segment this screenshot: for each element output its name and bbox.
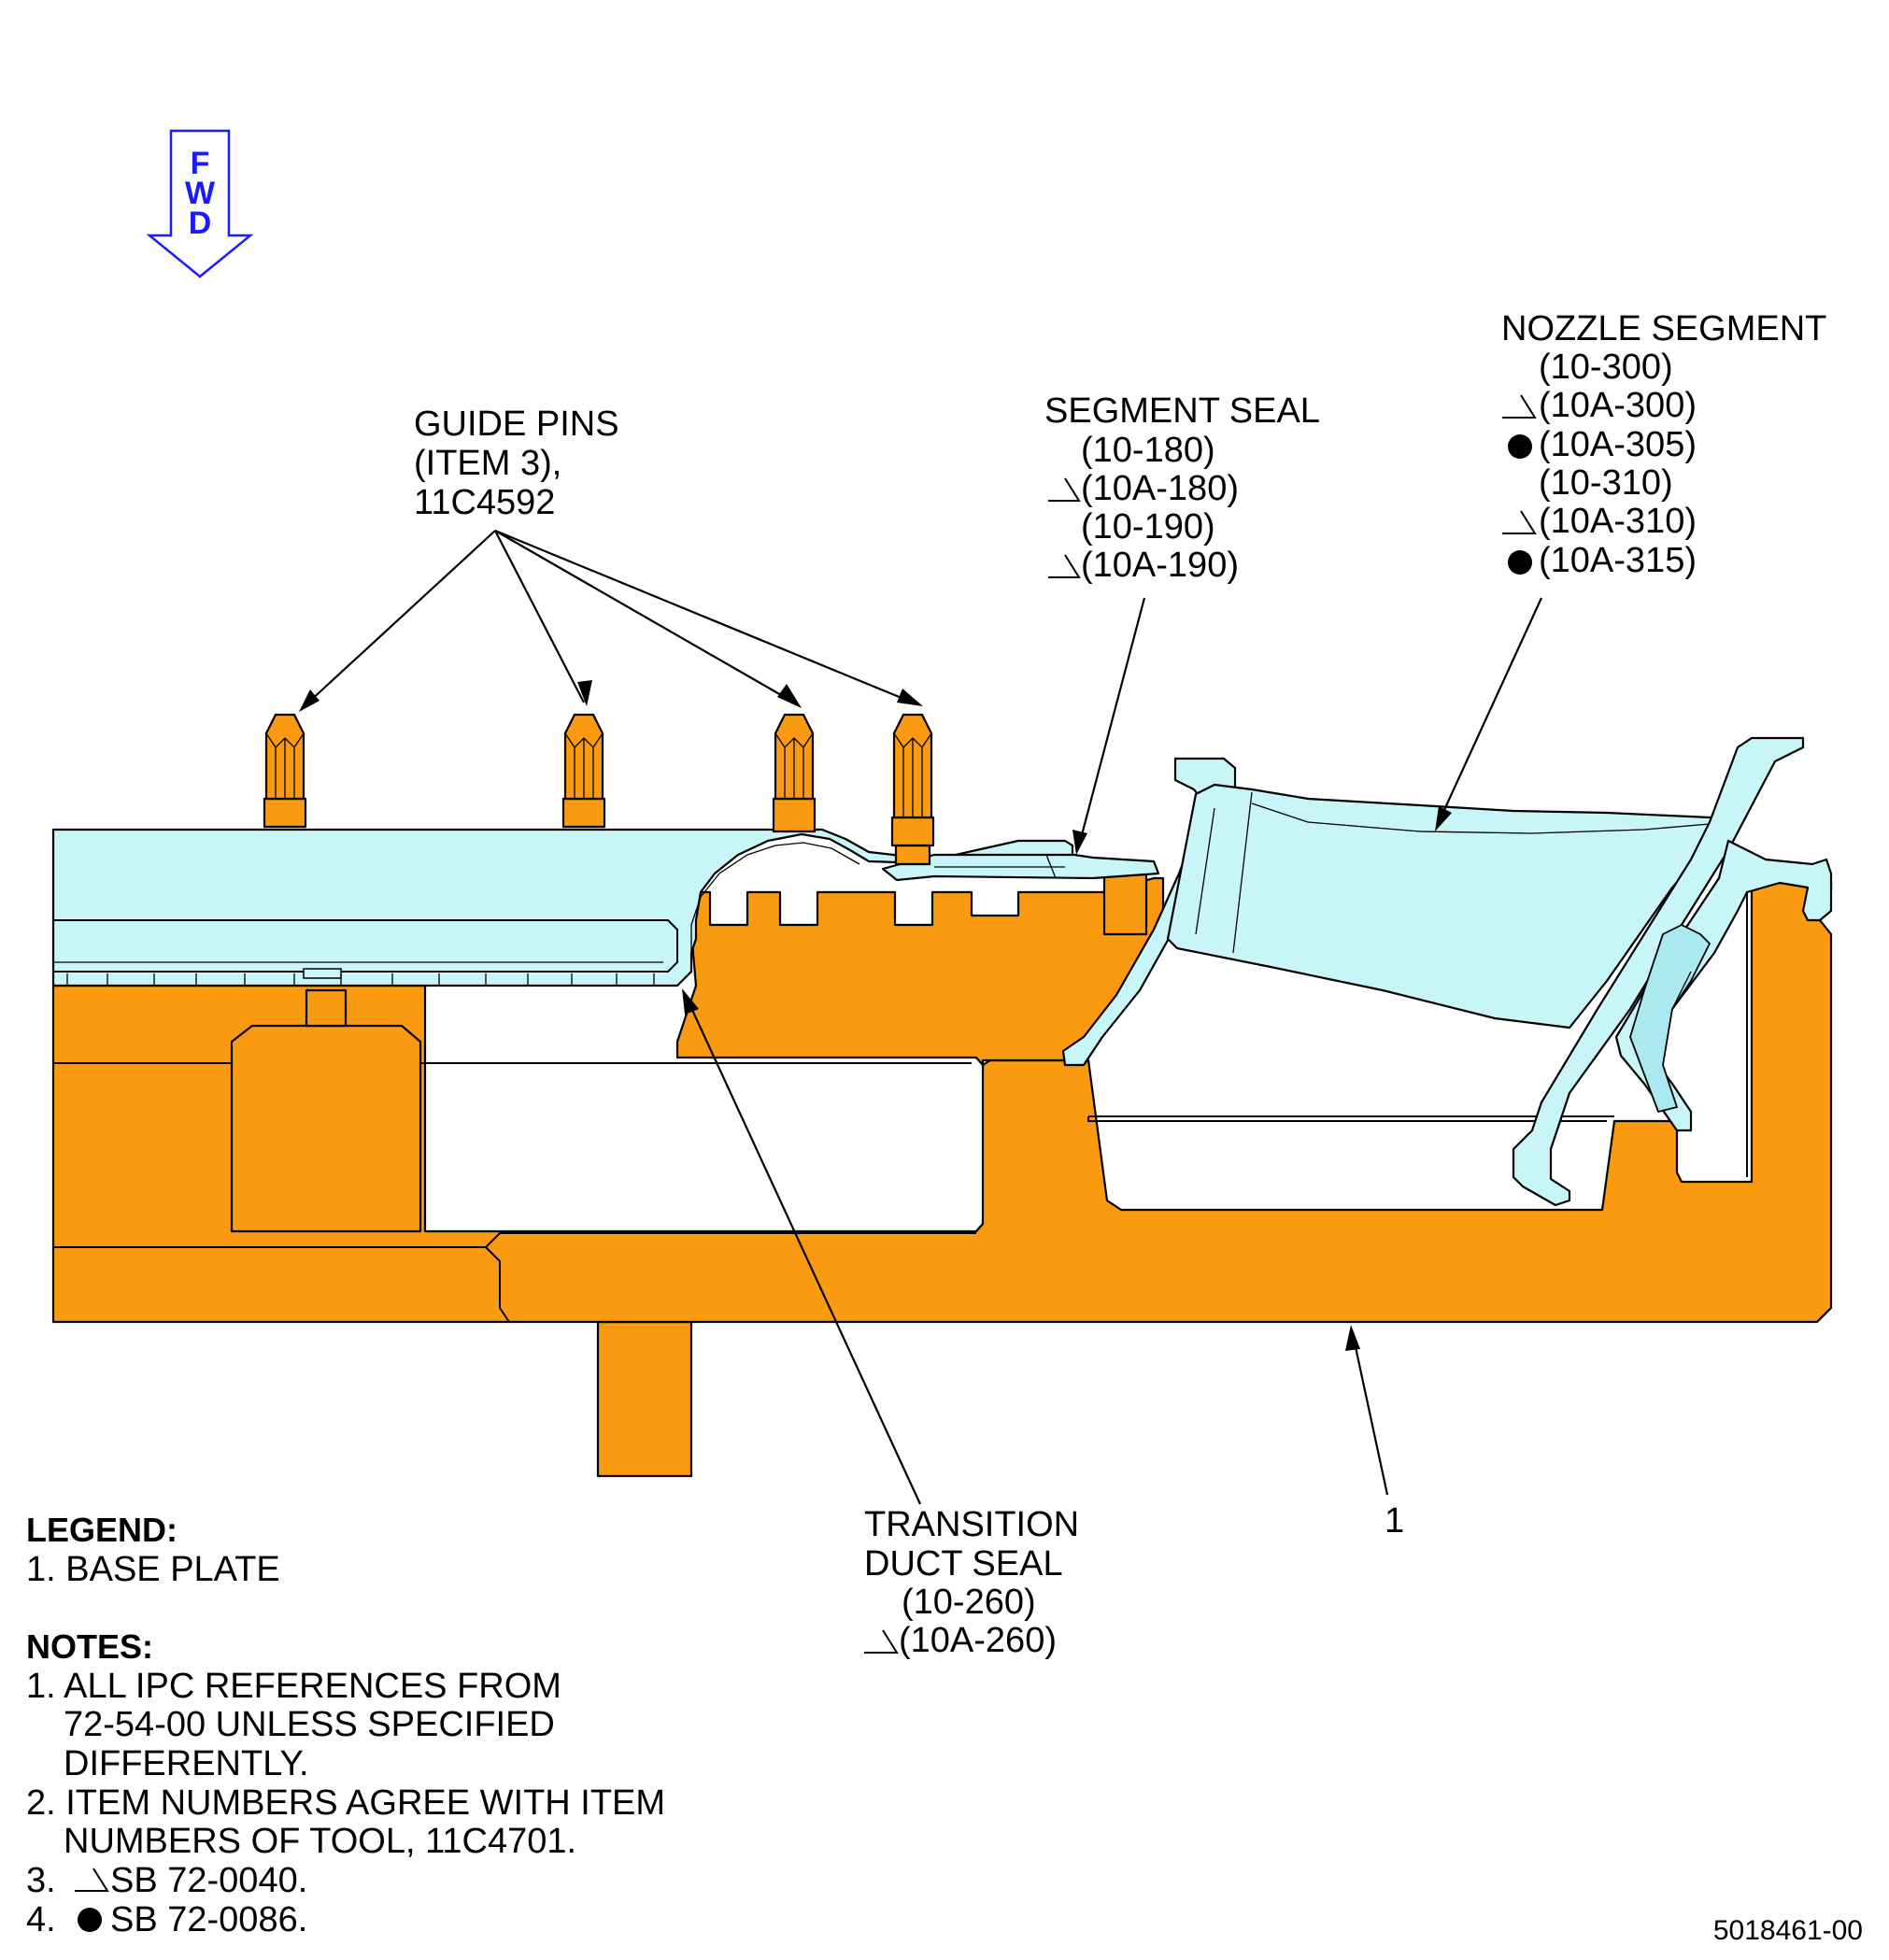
- guide-pins-line-1: GUIDE PINS: [414, 405, 619, 444]
- callout-nozzle-segment: NOZZLE SEGMENT (10-300) (10A-300) (10A-3…: [1501, 309, 1826, 580]
- callout-segment-seal: SEGMENT SEAL (10-180) (10A-180) (10-190)…: [1044, 391, 1320, 585]
- fwd-letter-w: W: [185, 176, 216, 211]
- nozzle-segment-ref-5: (10A-310): [1539, 502, 1697, 541]
- base-plate-item-number: 1: [1385, 1501, 1404, 1541]
- segment-seal-ref-3: (10-190): [1081, 507, 1215, 547]
- guide-pin-4: [890, 713, 935, 866]
- note-3-text: SB 72-0040.: [110, 1861, 307, 1900]
- guide-pin-1: [263, 713, 307, 829]
- sb-0040-triangle-icon: [1502, 394, 1537, 419]
- legend: LEGEND: 1. BASE PLATE: [26, 1511, 280, 1589]
- duct-seal-scallops: [66, 968, 655, 986]
- nozzle-segment-part: [1061, 736, 1833, 1207]
- sb-0040-triangle-icon: [1048, 554, 1081, 578]
- sb-0040-triangle-icon: [1048, 477, 1081, 502]
- note-2-line-1: 2. ITEM NUMBERS AGREE WITH ITEM: [26, 1783, 665, 1823]
- transition-duct-seal-part: [51, 828, 1074, 987]
- note-1-line-2: 72-54-00 UNLESS SPECIFIED: [64, 1705, 555, 1744]
- sb-0040-triangle-icon: [864, 1629, 899, 1654]
- base-plate: [51, 872, 1833, 1478]
- transition-duct-seal-ref-1: (10-260): [902, 1583, 1036, 1622]
- guide-pins: [263, 713, 935, 866]
- drawing-number: 5018461-00: [1713, 1915, 1863, 1946]
- nozzle-segment-ref-4: (10-310): [1539, 463, 1673, 503]
- transition-duct-seal-title-2: DUCT SEAL: [864, 1544, 1063, 1584]
- fwd-letter-d: D: [189, 206, 212, 241]
- note-1-line-1: 1. ALL IPC REFERENCES FROM: [26, 1667, 561, 1706]
- base-plate-center-post: [305, 988, 348, 1028]
- base-plate-upper-block: [675, 876, 1165, 1067]
- callout-transition-duct-seal: TRANSITION DUCT SEAL (10-260) (10A-260): [864, 1505, 1079, 1660]
- guide-pin-3: [772, 713, 817, 833]
- fwd-arrow-icon: [146, 129, 254, 278]
- nozzle-segment-ref-1: (10-300): [1539, 348, 1673, 387]
- nozzle-segment-ref-3: (10A-305): [1539, 425, 1697, 464]
- guide-pins-line-2: (ITEM 3),: [414, 444, 561, 483]
- sb-0086-dot-icon: [1508, 550, 1532, 575]
- note-4-text: SB 72-0086.: [110, 1900, 307, 1939]
- nozzle-segment-ref-2: (10A-300): [1539, 386, 1697, 425]
- note-4-number: 4.: [26, 1900, 56, 1939]
- sb-0086-dot-icon: [78, 1908, 102, 1932]
- segment-seal-ref-4: (10A-190): [1081, 546, 1239, 585]
- base-plate-bottom-stub: [596, 1320, 693, 1478]
- callout-guide-pins: GUIDE PINS (ITEM 3), 11C4592: [414, 405, 619, 522]
- nozzle-segment-title: NOZZLE SEGMENT: [1501, 309, 1826, 348]
- notes-heading: NOTES:: [26, 1627, 153, 1666]
- sb-0086-dot-icon: [1508, 434, 1532, 459]
- note-2-line-2: NUMBERS OF TOOL, 11C4701.: [64, 1822, 576, 1861]
- leader-lines: [299, 529, 1542, 1505]
- nozzle-segment-ref-6: (10A-315): [1539, 541, 1697, 580]
- fwd-arrow: F W D: [146, 129, 254, 278]
- sb-0040-triangle-icon: [1502, 510, 1537, 534]
- segment-seal-part: [881, 853, 1160, 882]
- segment-seal-title: SEGMENT SEAL: [1044, 391, 1320, 431]
- segment-seal-ref-1: (10-180): [1081, 431, 1215, 470]
- legend-item-1: 1. BASE PLATE: [26, 1550, 280, 1589]
- transition-duct-seal-title-1: TRANSITION: [864, 1505, 1079, 1544]
- base-plate-pin-boss-5: [1102, 872, 1148, 936]
- base-plate-center-block: [230, 1024, 422, 1233]
- legend-heading: LEGEND:: [26, 1511, 178, 1549]
- notes: NOTES: 1. ALL IPC REFERENCES FROM 72-54-…: [26, 1627, 665, 1939]
- guide-pins-line-3: 11C4592: [414, 483, 555, 522]
- transition-duct-seal-ref-2: (10A-260): [899, 1621, 1057, 1660]
- nozzle-aft-rail: [1512, 736, 1805, 1207]
- segment-seal-ref-2: (10A-180): [1081, 469, 1239, 508]
- guide-pin-2: [561, 713, 606, 829]
- note-3-number: 3.: [26, 1861, 56, 1900]
- note-1-line-3: DIFFERENTLY.: [64, 1744, 309, 1783]
- fwd-letter-f: F: [191, 146, 210, 181]
- sb-0040-triangle-icon: [75, 1868, 109, 1892]
